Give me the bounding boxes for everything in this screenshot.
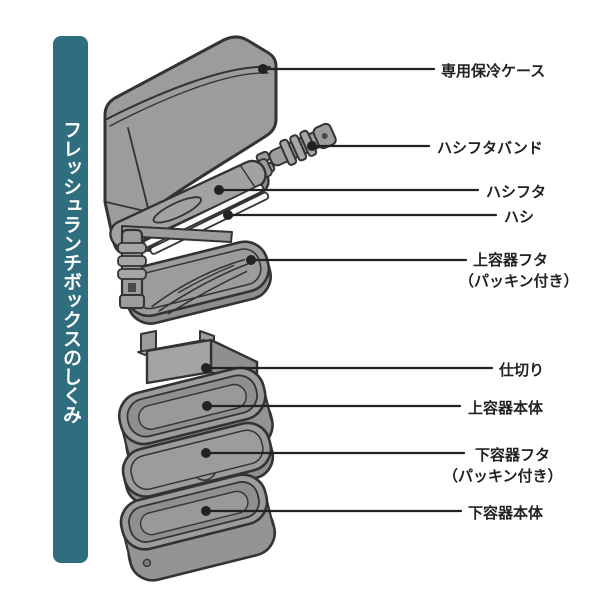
- label-upper-lid-text: 上容器フタ: [473, 252, 549, 269]
- label-divider: 仕切り: [499, 360, 544, 381]
- upper-lid-drawing: [117, 225, 272, 325]
- label-cooler-case: 専用保冷ケース: [441, 61, 545, 82]
- leader-dot-cooler-case: [258, 64, 268, 74]
- leader-dot-lower-lid: [201, 448, 211, 458]
- label-lower-body-text: 下容器本体: [468, 505, 544, 522]
- label-upper-lid-subtext: （パッキン付き）: [459, 273, 579, 290]
- label-chopstick-lid-band-text: ハシフタバンド: [437, 140, 543, 157]
- leader-dot-lower-body: [201, 506, 211, 516]
- label-chopstick-lid: ハシフタ: [486, 182, 546, 203]
- leader-dot-hashifuta: [214, 185, 224, 195]
- label-chopstick-lid-band: ハシフタバンド: [437, 138, 543, 159]
- label-upper-body-text: 上容器本体: [468, 400, 544, 417]
- leader-lines: [204, 67, 498, 513]
- leader-dot-hashi: [223, 210, 233, 220]
- label-upper-lid: 上容器フタ （パッキン付き）: [459, 250, 579, 292]
- leader-dots: [201, 64, 317, 516]
- leader-dot-divider: [201, 363, 211, 373]
- leader-dot-band: [307, 141, 317, 151]
- label-lower-lid-subtext: （パッキン付き）: [443, 468, 563, 485]
- label-lower-lid-text: 下容器フタ: [475, 447, 551, 464]
- label-chopsticks: ハシ: [504, 207, 534, 228]
- lower-body-drawing: [119, 473, 277, 582]
- banner-title: フレッシュランチボックスのしくみ: [60, 120, 81, 424]
- label-divider-text: 仕切り: [499, 362, 545, 379]
- leader-dot-upper-lid: [246, 255, 256, 265]
- leader-dot-upper-body: [202, 401, 212, 411]
- side-banner: フレッシュランチボックスのしくみ: [53, 36, 88, 563]
- label-chopstick-lid-text: ハシフタ: [486, 184, 547, 201]
- label-lower-body: 下容器本体: [468, 503, 543, 524]
- label-chopsticks-text: ハシ: [504, 209, 535, 226]
- label-lower-lid: 下容器フタ （パッキン付き）: [443, 445, 563, 487]
- label-cooler-case-text: 専用保冷ケース: [441, 63, 546, 80]
- label-upper-body: 上容器本体: [468, 398, 543, 419]
